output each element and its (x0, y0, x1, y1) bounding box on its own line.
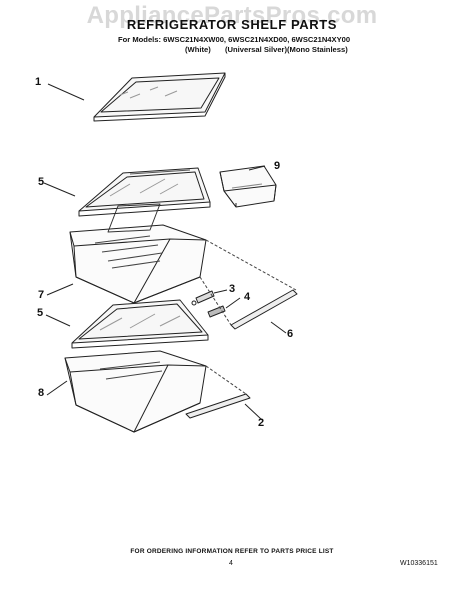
slide-rail-part-2 (185, 393, 251, 419)
variant-white: (White) (185, 45, 211, 54)
callout-8: 8 (38, 387, 45, 399)
crisper-drawer-lower-part-8 (64, 350, 207, 433)
crisper-cover-upper-part-5 (78, 167, 211, 217)
callout-4: 4 (244, 291, 251, 303)
bin-part-9 (219, 165, 277, 208)
callout-5-upper: 5 (38, 176, 45, 188)
crisper-drawer-upper-part-7 (69, 203, 207, 304)
callout-7: 7 (38, 289, 45, 301)
models-line: For Models: 6WSC21N4XW00, 6WSC21N4XD00, … (118, 35, 351, 44)
callout-9: 9 (274, 160, 281, 172)
hardware-part-3 (191, 290, 215, 306)
callout-6: 6 (287, 328, 294, 340)
slide-rail-part-6 (230, 289, 298, 330)
crisper-cover-lower-part-5 (71, 299, 209, 349)
document-number: W10336151 (400, 560, 438, 567)
callout-5-lower: 5 (37, 307, 44, 319)
ordering-info-note: FOR ORDERING INFORMATION REFER TO PARTS … (130, 548, 334, 555)
variant-universal-silver: (Universal Silver) (225, 45, 288, 54)
callout-3: 3 (229, 283, 236, 295)
leader-lines (43, 83, 287, 421)
variant-mono-stainless: (Mono Stainless) (287, 45, 348, 54)
assembly-lines (199, 239, 297, 395)
callout-1: 1 (35, 76, 42, 88)
page-number: 4 (229, 560, 233, 567)
watermark: AppliancePartsPros.com (86, 2, 378, 29)
glass-shelf-part-1 (93, 72, 226, 122)
callout-2: 2 (258, 417, 265, 429)
page-title: REFRIGERATOR SHELF PARTS (126, 17, 338, 32)
